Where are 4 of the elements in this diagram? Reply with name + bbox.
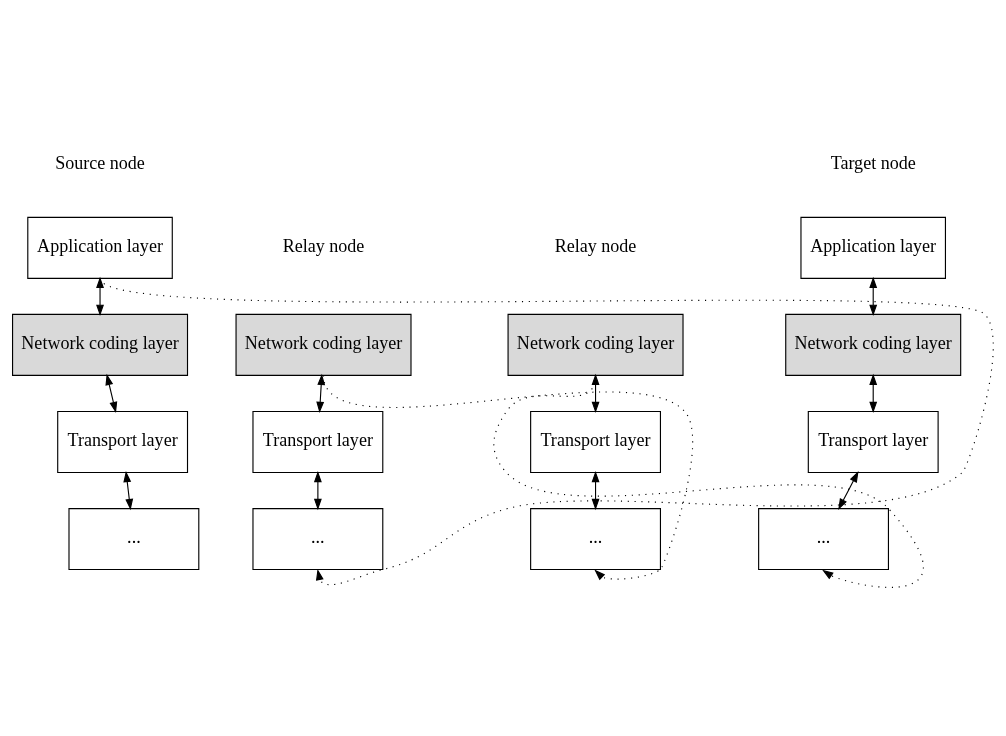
label: Relay node: [554, 236, 637, 257]
label: Target node: [830, 153, 916, 174]
label: Source node: [55, 153, 145, 174]
label: Relay node: [282, 236, 365, 257]
